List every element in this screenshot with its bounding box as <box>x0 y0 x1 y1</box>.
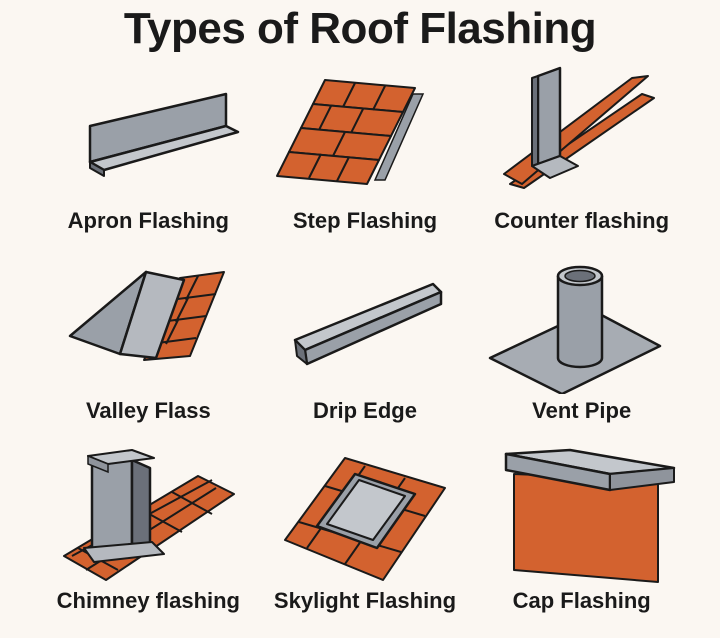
item-label: Skylight Flashing <box>273 588 457 613</box>
chimney-flashing-icon <box>63 449 236 581</box>
flashing-item-chimney: Chimney flashing <box>40 444 257 634</box>
counter-flashing-icon <box>502 66 655 189</box>
flashing-item-valley: Valley Flass <box>40 254 257 444</box>
page-title: Types of Roof Flashing <box>123 4 597 53</box>
apron-flashing-icon <box>89 92 240 177</box>
flashing-item-skylight: Skylight Flashing <box>257 444 474 634</box>
item-label: Valley Flass <box>85 398 211 423</box>
flashing-types-grid: Apron Flashing Step Flashing <box>40 64 690 634</box>
flashing-item-apron: Apron Flashing <box>40 64 257 254</box>
item-label: Chimney flashing <box>56 588 240 613</box>
flashing-item-vent-pipe: Vent Pipe <box>473 254 690 444</box>
flashing-item-step: Step Flashing <box>257 64 474 254</box>
item-label: Cap Flashing <box>512 588 651 613</box>
cap-flashing-icon <box>504 448 675 583</box>
item-label: Vent Pipe <box>532 398 632 423</box>
flashing-item-cap: Cap Flashing <box>473 444 690 634</box>
vent-pipe-icon <box>488 265 661 394</box>
item-label: Step Flashing <box>292 208 438 233</box>
flashing-item-drip-edge: Drip Edge <box>257 254 474 444</box>
drip-edge-icon <box>293 282 443 366</box>
item-label: Apron Flashing <box>67 208 229 233</box>
item-label: Drip Edge <box>313 398 417 423</box>
item-label: Counter flashing <box>494 208 670 233</box>
valley-flashing-icon <box>69 270 226 361</box>
flashing-item-counter: Counter flashing <box>473 64 690 254</box>
step-flashing-icon <box>275 79 425 185</box>
skylight-flashing-icon <box>283 457 446 581</box>
